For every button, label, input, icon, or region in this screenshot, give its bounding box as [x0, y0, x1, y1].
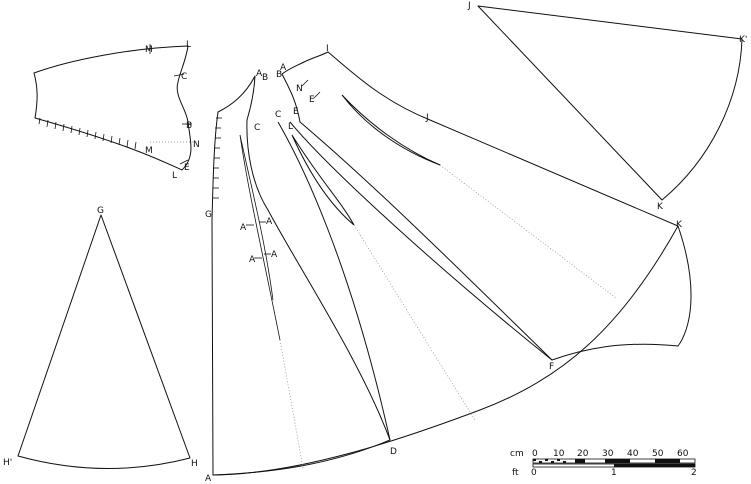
sleeve-label-l-lower: L: [172, 171, 177, 181]
gown-label-a-shoulder: A: [256, 69, 263, 79]
scale-cm-checker: [533, 459, 680, 463]
scale-cm-unit: cm: [510, 449, 524, 459]
middle-dart-outer: [291, 134, 355, 226]
sleeve-label-c: C: [181, 72, 187, 82]
gown-label-a-dart-4: A: [271, 250, 278, 260]
triangle-piece: J K K': [467, 1, 747, 212]
gown-label-c-middle: C: [275, 110, 281, 120]
scale-cm-ticks: 0 10 20 30 40 50 60: [532, 449, 689, 459]
gore-piece: G H H': [3, 206, 198, 469]
sleeve-hatch: [38, 117, 137, 150]
sleeve-outline: [33, 45, 192, 171]
sleeve-label-l: L: [186, 40, 191, 50]
guide-line-1: [279, 339, 304, 469]
gore-label-h-prime: H': [3, 458, 12, 468]
sleeve-label-n: N: [193, 140, 200, 150]
hem-curve: [212, 225, 679, 476]
scale-ft-unit: ft: [512, 468, 519, 478]
left-dart: [239, 134, 281, 341]
guide-line-3: [439, 164, 617, 299]
right-panel-front-line: [289, 121, 553, 361]
front-hatch: [213, 117, 222, 199]
sleeve-label-e: E: [184, 163, 190, 173]
sleeve-label-m: M: [145, 45, 153, 55]
right-panel-outline: [281, 51, 692, 361]
gown-label-l: L: [288, 122, 293, 132]
scale-ft-1: 1: [611, 468, 617, 478]
gown-label-j: J: [425, 113, 429, 123]
gore-outline: [17, 214, 191, 469]
gown-label-a-hem: A: [205, 474, 212, 484]
sleeve-mark-e: [179, 159, 189, 165]
gown-label-c-left: C: [254, 123, 260, 133]
mark-n: [301, 79, 309, 87]
scale-cm-40: 40: [627, 449, 639, 459]
gown-label-e-upper: E: [309, 95, 315, 105]
right-panel-dart: [341, 94, 441, 166]
scale-cm-0: 0: [532, 449, 538, 459]
gown-label-a-right: A: [280, 63, 287, 73]
scale-cm-10: 10: [553, 449, 565, 459]
gown-label-b-right: B: [276, 70, 282, 80]
scale-cm-50: 50: [652, 449, 664, 459]
middle-panel-line: [277, 121, 391, 441]
triangle-label-k-prime: K': [739, 35, 747, 45]
scale-ft-0: 0: [531, 468, 537, 478]
sleeve-mark-c: [173, 73, 185, 77]
gown-label-a-dart-1: A: [240, 223, 247, 233]
gore-label-g: G: [97, 206, 104, 216]
scale-cm-20: 20: [577, 449, 589, 459]
scale-ft-ticks: 0 1 2: [531, 468, 697, 478]
gown-label-k: K: [676, 220, 683, 230]
gown-label-e-middle: E: [293, 107, 299, 117]
sleeve-label-b: B: [186, 121, 192, 131]
left-panel-outline: [211, 75, 391, 476]
gown-label-d: D: [390, 447, 397, 457]
gown-label-a-dart-2: A: [266, 217, 273, 227]
gown-label-f: F: [549, 362, 554, 372]
gown-label-a-dart-3: A: [249, 255, 256, 265]
gown-label-n: N: [296, 84, 303, 94]
scale-cm-60: 60: [677, 449, 689, 459]
guide-line-2: [353, 224, 476, 421]
gown-label-i: I: [326, 44, 329, 54]
scale-ft-fill: [614, 464, 695, 467]
gown-body: A B C G A A A A A B I N E C E L J K D F …: [205, 44, 692, 484]
gown-label-g: G: [205, 210, 212, 220]
triangle-label-k: K: [657, 202, 664, 212]
triangle-label-j: J: [467, 1, 471, 11]
triangle-outline: [477, 5, 743, 201]
scale-bar: cm ft 0 10 20 30 40 50 60 0 1: [510, 449, 697, 478]
sleeve-label-m-lower: M: [145, 146, 153, 156]
scale-ft-2: 2: [691, 468, 697, 478]
scale-cm-30: 30: [602, 449, 614, 459]
sleeve-piece: M L C B N E M L: [33, 40, 200, 181]
mark-e: [313, 91, 321, 99]
gown-label-b-shoulder: B: [262, 73, 268, 83]
gore-label-h: H: [191, 459, 198, 469]
